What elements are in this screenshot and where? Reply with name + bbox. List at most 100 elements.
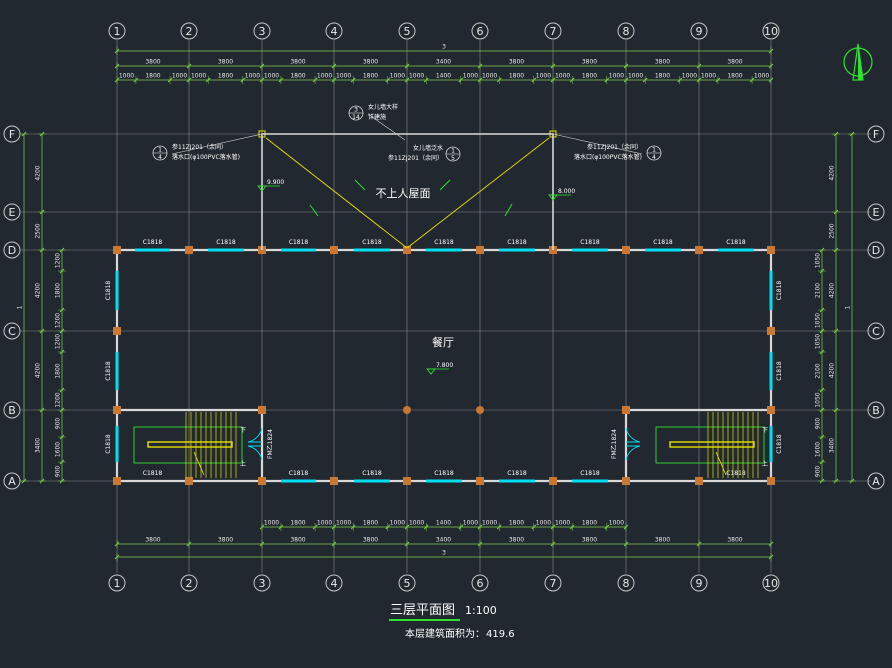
grid-label: B xyxy=(872,404,880,417)
dimension-text: 4200 xyxy=(829,363,836,378)
grid-bubble xyxy=(471,22,489,40)
window-label: C1818 xyxy=(726,470,746,477)
grid-bubble xyxy=(867,401,885,419)
level-value: 8.000 xyxy=(558,188,575,195)
window-label: C1818 xyxy=(776,281,783,301)
dimension-text: 1000 xyxy=(264,73,279,80)
window-label: C1818 xyxy=(434,239,454,246)
window-label: C1818 xyxy=(580,239,600,246)
floor-area-label: 本层建筑面积为： xyxy=(405,627,485,640)
dimension-text: 1800 xyxy=(363,520,378,527)
callout-text: 参11ZJ201（余同） xyxy=(388,154,443,162)
dimension-text: 1000 xyxy=(390,73,405,80)
dimension-text: 1000 xyxy=(409,73,424,80)
callout-sheet: 4 xyxy=(158,154,162,161)
dimension-text: 4200 xyxy=(829,283,836,298)
grid-bubble xyxy=(471,574,489,592)
window-label: C1818 xyxy=(105,281,112,301)
grid-label: F xyxy=(873,128,879,141)
grid-label: 9 xyxy=(696,577,703,590)
grid-bubble xyxy=(325,574,343,592)
dimension-text: 1000 xyxy=(609,520,624,527)
grid-label: F xyxy=(9,128,15,141)
callout-text: 详建施 xyxy=(368,113,386,121)
level-value: 7.800 xyxy=(436,362,453,369)
dimension-text: 1800 xyxy=(55,363,62,378)
window-label: C1818 xyxy=(580,470,600,477)
drain-arrow xyxy=(309,204,319,217)
window-west xyxy=(115,352,119,390)
window-north xyxy=(645,248,681,252)
dimension-text: 1000 xyxy=(245,73,260,80)
grid-label: 1 xyxy=(114,25,121,38)
window-north xyxy=(281,248,316,252)
callout-sheet: 4 xyxy=(652,154,656,161)
grid-label: 8 xyxy=(623,25,630,38)
grid-bubble xyxy=(3,401,21,419)
dimension-text: 1000 xyxy=(482,520,497,527)
window-east xyxy=(769,352,773,390)
column xyxy=(622,406,630,414)
dimension-text: 3800 xyxy=(727,537,742,544)
column xyxy=(767,327,775,335)
drawing-title: 三层平面图 xyxy=(390,603,455,618)
column xyxy=(622,477,630,485)
window-label: C1818 xyxy=(362,239,382,246)
dimension-text: 900 xyxy=(815,418,822,430)
dimension-text: 3800 xyxy=(582,537,597,544)
grid-bubble xyxy=(867,125,885,143)
dimension-text: 900 xyxy=(55,418,62,430)
dimension-text: 3800 xyxy=(727,59,742,66)
grid-label: 1 xyxy=(114,577,121,590)
window-east xyxy=(769,426,773,462)
window-label: C1818 xyxy=(143,470,163,477)
north-arrow-icon xyxy=(843,43,873,81)
grid-bubble xyxy=(617,574,635,592)
stair-up-label: 上 xyxy=(762,460,768,468)
column xyxy=(622,246,630,254)
grid-label: 7 xyxy=(550,577,557,590)
dimension-text: 1800 xyxy=(290,520,305,527)
window-label: C1818 xyxy=(653,239,673,246)
round-column xyxy=(403,406,411,414)
drain-arrow xyxy=(354,179,366,191)
dimension-text: 1000 xyxy=(409,520,424,527)
grid-label: E xyxy=(9,206,16,219)
dimension-text: 1050 xyxy=(815,313,822,328)
grid-bubble xyxy=(690,22,708,40)
dimension-text: 1800 xyxy=(145,73,160,80)
grid-bubble xyxy=(180,574,198,592)
dimension-text: 1000 xyxy=(317,520,332,527)
grid-bubble xyxy=(253,574,271,592)
dimension-text: 1200 xyxy=(55,392,62,407)
grid-bubble xyxy=(690,574,708,592)
column xyxy=(113,246,121,254)
window-west xyxy=(115,426,119,462)
door-swing xyxy=(247,445,263,461)
grid-label: D xyxy=(8,244,16,257)
grid-label: B xyxy=(8,404,16,417)
dimension-text: 3800 xyxy=(145,59,160,66)
dimension-text: 1000 xyxy=(336,73,351,80)
dimension-text: 3 xyxy=(442,550,446,557)
window-south xyxy=(572,479,608,483)
callout-sheet: 5 xyxy=(451,155,455,162)
grid-bubble xyxy=(544,22,562,40)
grid-label: 7 xyxy=(550,25,557,38)
callout-text: 落水口(φ100PVC落水管) xyxy=(574,153,642,161)
dimension-text: 1000 xyxy=(628,73,643,80)
dimension-text: 3800 xyxy=(509,59,524,66)
grid-bubble xyxy=(3,203,21,221)
column xyxy=(476,477,484,485)
drain-arrow xyxy=(439,179,451,191)
dimension-text: 1000 xyxy=(536,73,551,80)
door-label: FM乙1824 xyxy=(267,429,274,459)
callout-text: 参11ZJ201（余同） xyxy=(172,143,227,151)
callout-leader xyxy=(367,113,406,141)
window-south xyxy=(281,479,316,483)
dimension-text: 1000 xyxy=(172,73,187,80)
callout-number: 1 xyxy=(451,148,455,155)
door-swing xyxy=(247,427,263,443)
dimension-text: 3800 xyxy=(655,59,670,66)
